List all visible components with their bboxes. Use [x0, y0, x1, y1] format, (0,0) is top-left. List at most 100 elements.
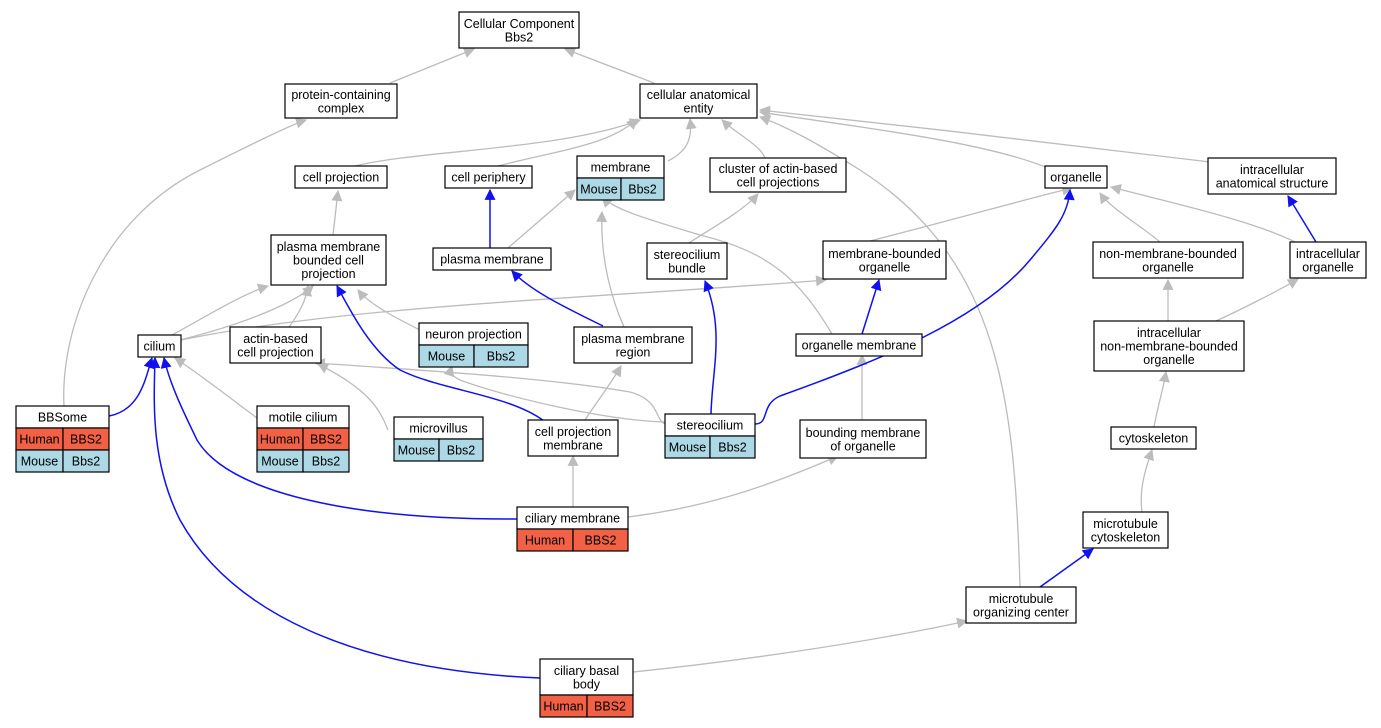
gene-cell: [709, 435, 756, 459]
part-of-edge: [336, 285, 545, 422]
species-label: Mouse: [580, 183, 618, 197]
node-box: [573, 326, 693, 364]
is-a-edge: [584, 365, 622, 421]
is-a-edge: [354, 118, 642, 167]
species-label: Human: [19, 433, 59, 447]
is-a-edge: [1109, 184, 1296, 243]
is-a-edge: [1099, 192, 1161, 243]
node-cilium[interactable]: cilium: [137, 334, 182, 358]
node-box: [965, 586, 1077, 624]
is-a-edge: [627, 454, 840, 518]
node-label: intracellular: [1240, 163, 1304, 177]
node-label: microtubule: [1093, 517, 1158, 531]
node-plasma-membrane[interactable]: plasma membrane: [432, 247, 552, 271]
node-label: cluster of actin-based: [719, 162, 838, 176]
gene-cell: [620, 177, 665, 201]
annotation-row: Mouse Bbs2: [393, 438, 484, 462]
node-label: non-membrane-bounded: [1099, 247, 1237, 261]
node-label: neuron projection: [425, 328, 522, 342]
node-cell-projection[interactable]: cell projection: [294, 165, 388, 189]
is-a-edge: [389, 47, 476, 84]
part-of-edge: [149, 356, 541, 679]
is-a-edge: [313, 358, 666, 425]
node-layer: Cellular ComponentBbs2protein-containing…: [15, 11, 1367, 718]
node-label: projection: [301, 267, 355, 281]
is-a-edge: [174, 357, 258, 419]
gene-cell: [438, 438, 484, 462]
node-box: [458, 11, 580, 49]
gene-label: Bbs2: [487, 350, 516, 364]
node-label: anatomical structure: [1216, 176, 1329, 190]
is-a-edge: [63, 117, 308, 407]
part-of-edge: [160, 356, 518, 520]
node-box: [294, 165, 388, 189]
node-label: intracellular: [1137, 326, 1201, 340]
node-label: cytoskeleton: [1119, 432, 1189, 446]
node-box: [1082, 511, 1169, 549]
is-a-edge: [317, 363, 389, 431]
gene-label: Bbs2: [447, 444, 476, 458]
node-label: motile cilium: [269, 411, 338, 425]
gene-label: BBS2: [310, 433, 342, 447]
node-label: Cellular Component: [464, 17, 575, 31]
node-label: membrane-bounded: [828, 247, 941, 261]
node-box: [1207, 157, 1337, 195]
node-label: BBSome: [38, 411, 87, 425]
is-a-edge: [632, 617, 969, 673]
node-label: intracellular: [1296, 247, 1360, 261]
node-box: [639, 83, 758, 119]
is-a-edge: [507, 189, 576, 249]
node-label: ciliary membrane: [525, 512, 620, 526]
part-of-edge: [754, 188, 1075, 425]
node-label: bundle: [668, 261, 706, 275]
node-label: organelle membrane: [802, 339, 917, 353]
node-box: [527, 419, 619, 457]
species-label: Mouse: [21, 455, 59, 469]
node-label: cell projection: [535, 425, 611, 439]
node-label: entity: [684, 101, 715, 115]
node-label: organelle: [1302, 260, 1353, 274]
gene-label: Bbs2: [312, 455, 341, 469]
node-cytoskeleton[interactable]: cytoskeleton: [1110, 426, 1197, 450]
is-a-edge: [721, 119, 766, 159]
is-a-edge: [758, 108, 1049, 169]
edge-layer: [63, 47, 1317, 679]
node-box: [229, 326, 322, 364]
node-organelle-membrane[interactable]: organelle membrane: [795, 333, 923, 357]
is-a-edge: [1215, 278, 1299, 322]
node-cell-periphery[interactable]: cell periphery: [444, 165, 533, 189]
node-intracellular-non-membrane-bounded-organelle[interactable]: intracellularnon-membrane-boundedorganel…: [1093, 320, 1245, 372]
node-box: [1092, 241, 1244, 279]
node-label: cell periphery: [451, 171, 526, 185]
species-label: Mouse: [398, 444, 436, 458]
is-a-edge: [596, 210, 625, 328]
node-organelle[interactable]: organelle: [1044, 165, 1108, 189]
